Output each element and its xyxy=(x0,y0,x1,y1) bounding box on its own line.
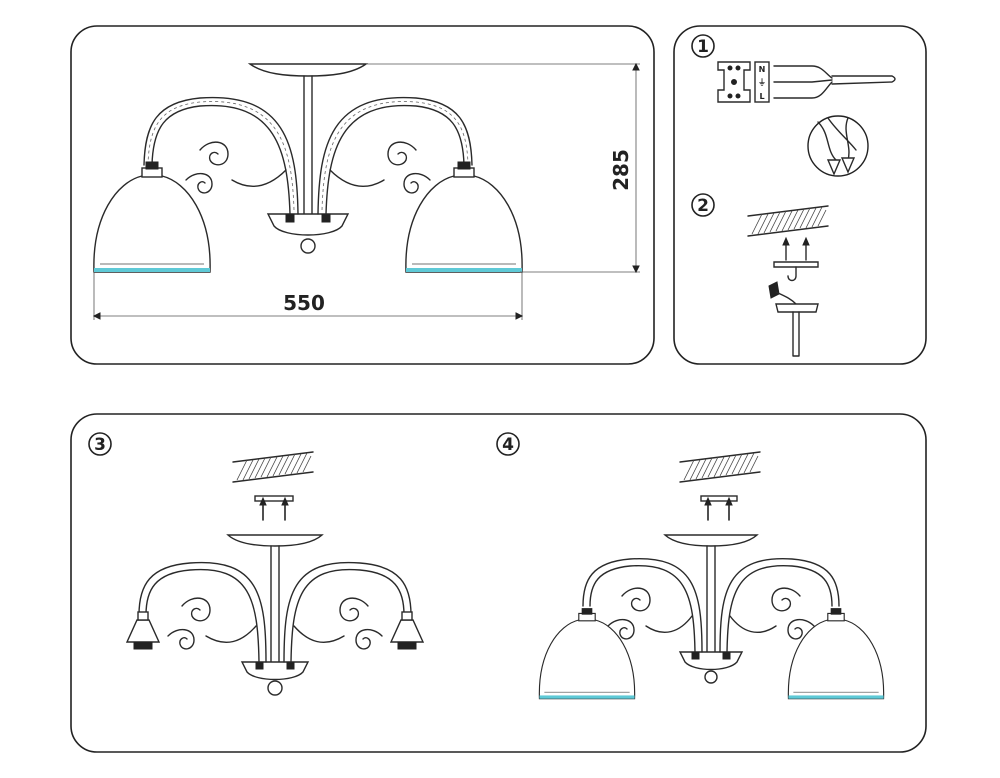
assembly-panel xyxy=(70,413,927,753)
terminal-block-icon: N ⏚ L xyxy=(717,61,896,103)
svg-text:1: 1 xyxy=(697,37,709,57)
step-1-badge: 1 xyxy=(691,34,715,58)
width-dimension: 550 xyxy=(92,272,524,320)
width-label: 550 xyxy=(283,291,325,315)
chandelier-icon xyxy=(93,63,523,273)
step-3-chandelier xyxy=(126,534,424,696)
wire-connector-icon xyxy=(807,115,869,177)
step-3-ceiling xyxy=(232,451,314,521)
terminal-mark-n: N xyxy=(759,65,766,74)
step-4-chandelier xyxy=(538,534,885,700)
step-3-badge: 3 xyxy=(88,432,112,456)
dimensions-panel xyxy=(70,25,655,365)
svg-text:2: 2 xyxy=(697,196,709,216)
svg-text:3: 3 xyxy=(94,435,106,455)
height-dimension: 285 xyxy=(366,62,640,274)
terminal-mark-earth: ⏚ xyxy=(758,78,766,87)
step-4-badge: 4 xyxy=(496,432,520,456)
height-label: 285 xyxy=(609,149,633,191)
mounting-bracket-icon xyxy=(768,237,819,357)
step-2-badge: 2 xyxy=(691,193,715,217)
step-4-ceiling xyxy=(679,451,761,521)
svg-text:4: 4 xyxy=(502,435,514,455)
terminal-mark-l: L xyxy=(759,92,764,101)
wiring-panel xyxy=(673,25,927,365)
